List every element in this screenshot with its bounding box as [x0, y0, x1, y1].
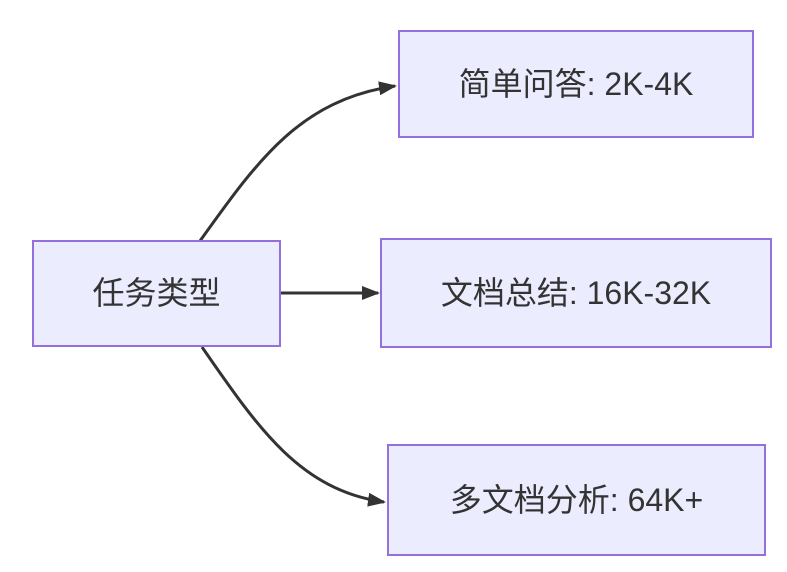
node-doc-summary-label: 文档总结: 16K-32K	[440, 274, 712, 311]
node-task-type-label: 任务类型	[92, 275, 221, 312]
node-simple-qa: 简单问答: 2K-4K	[398, 30, 754, 138]
node-multi-doc-analysis: 多文档分析: 64K+	[387, 444, 766, 556]
node-multi-doc-analysis-label: 多文档分析: 64K+	[449, 481, 704, 518]
node-task-type: 任务类型	[32, 240, 281, 347]
node-simple-qa-label: 简单问答: 2K-4K	[458, 65, 694, 102]
node-doc-summary: 文档总结: 16K-32K	[380, 238, 772, 348]
edge-task-type-to-multi-doc-analysis	[200, 346, 386, 507]
edge-task-type-to-simple-qa	[198, 81, 397, 242]
